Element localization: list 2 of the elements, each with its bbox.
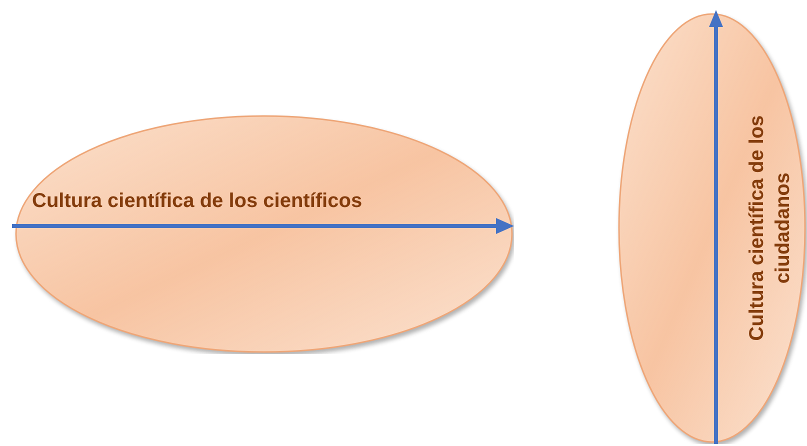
node-label: Cultura científica de los científicos (32, 189, 362, 214)
node-label: Cultura científica de los ciudadanos (745, 114, 795, 343)
